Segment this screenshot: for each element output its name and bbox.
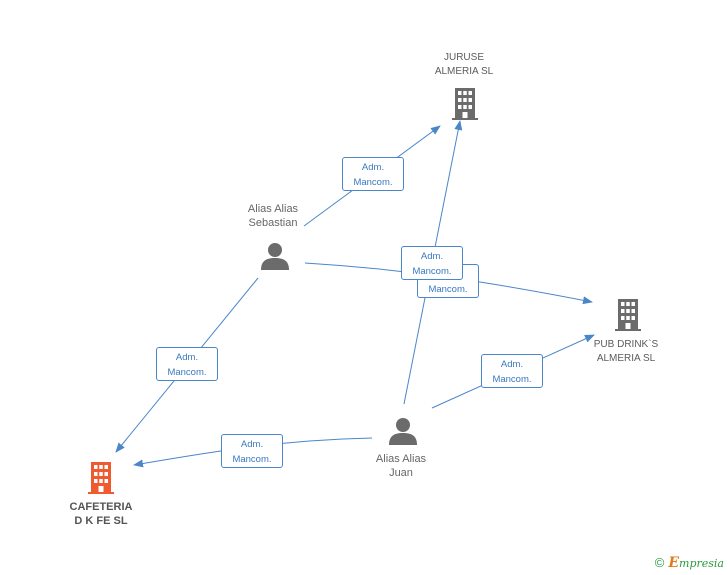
node-name-line: ALMERIA SL [434, 66, 494, 77]
edge-label-sebastian-juruse[interactable]: Adm. Mancom. [342, 157, 404, 191]
node-juruse-label[interactable]: JURUSE ALMERIA SL [414, 51, 514, 79]
node-name-line: D K FE SL [74, 515, 128, 527]
building-icon [615, 299, 641, 331]
node-juan-label[interactable]: Alias Alias Juan [351, 452, 451, 480]
node-name-line: Sebastian [248, 217, 298, 229]
edge-role-line1: Adm. [500, 359, 524, 370]
node-name-line: PUB DRINK`S [593, 339, 659, 350]
person-icon [261, 243, 289, 270]
building-icon [452, 88, 478, 120]
brand-initial: E [668, 555, 680, 571]
node-name-line: CAFETERIA [69, 501, 133, 513]
node-pub-label[interactable]: PUB DRINK`S ALMERIA SL [576, 338, 676, 366]
edge-role-line1: Adm. [175, 352, 199, 363]
edge-label-juan-pub[interactable]: Adm. Mancom. [481, 354, 543, 388]
person-icon [389, 418, 417, 445]
edge-label-juan-cafeteria[interactable]: Adm. Mancom. [221, 434, 283, 468]
node-name-line: JURUSE [443, 52, 484, 63]
node-cafeteria-label[interactable]: CAFETERIA D K FE SL [51, 500, 151, 528]
edge-role-line1: Adm. [361, 162, 385, 173]
edge-role-line2: Mancom. [412, 266, 452, 277]
node-name-line: ALMERIA SL [596, 353, 656, 364]
edge-role-line1: Adm. [420, 251, 444, 262]
edge-role-line2: Mancom. [167, 367, 207, 378]
building-icon [88, 462, 114, 494]
edge-role-line1: Adm. [240, 439, 264, 450]
copyright-icon: © [654, 555, 665, 570]
node-name-line: Alias Alias [247, 203, 299, 215]
node-sebastian-label[interactable]: Alias Alias Sebastian [223, 202, 323, 230]
node-name-line: Alias Alias [375, 453, 427, 465]
edge-label-juan-juruse[interactable]: Adm. Mancom. [401, 246, 463, 280]
edge-role-line2: Mancom. [232, 454, 272, 465]
edge-label-sebastian-cafeteria[interactable]: Adm. Mancom. [156, 347, 218, 381]
empresia-watermark: ©Empresia [655, 555, 724, 571]
brand-name: mpresia [679, 557, 724, 570]
node-name-line: Juan [389, 467, 413, 479]
edge-role-line2: Mancom. [492, 374, 532, 385]
edge-role-line2: Mancom. [428, 284, 468, 295]
edge-role-line2: Mancom. [353, 177, 393, 188]
